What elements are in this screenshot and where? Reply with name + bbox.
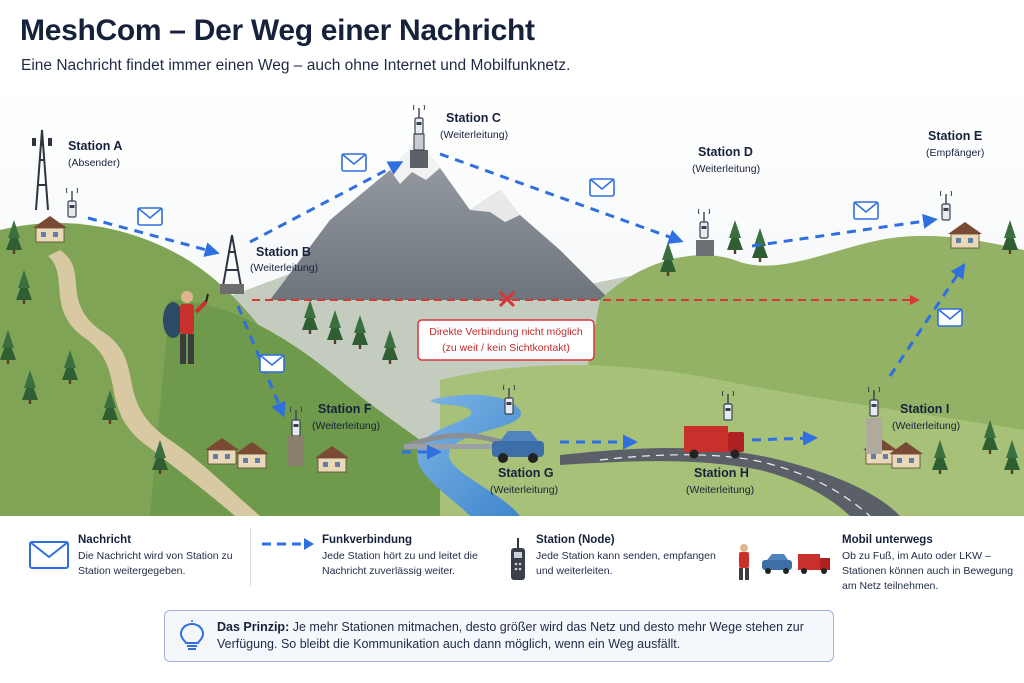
svg-text:Station F: Station F <box>318 402 372 416</box>
legend-mobile: Mobil unterwegs Ob zu Fuß, im Auto oder … <box>734 522 1024 592</box>
page-subtitle: Eine Nachricht findet immer einen Weg – … <box>21 57 571 74</box>
lightbulb-icon <box>179 620 205 650</box>
principle-label: Das Prinzip: <box>217 620 290 634</box>
station-h-label: Station H (Weiterleitung) <box>686 466 754 496</box>
legend-divider <box>250 528 251 586</box>
svg-text:(Empfänger): (Empfänger) <box>926 147 984 159</box>
svg-text:(Weiterleitung): (Weiterleitung) <box>312 420 380 432</box>
legend-mobile-title: Mobil unterwegs <box>842 534 933 546</box>
svg-text:(Weiterleitung): (Weiterleitung) <box>440 129 508 141</box>
svg-text:Station I: Station I <box>900 402 949 416</box>
page-title: MeshCom – Der Weg einer Nachricht <box>20 14 535 47</box>
principle-box: Das Prinzip: Je mehr Stationen mitmachen… <box>164 610 834 662</box>
station-b-label: Station B (Weiterleitung) <box>250 245 318 274</box>
svg-text:Station H: Station H <box>694 466 749 480</box>
station-f-label: Station F (Weiterleitung) <box>312 402 380 432</box>
mobile-icons <box>739 544 830 580</box>
hiker-icon <box>163 291 209 364</box>
direct-link-line2: (zu weit / kein Sichtkontakt) <box>442 342 570 354</box>
legend-node: Station (Node) Jede Station kann senden,… <box>500 522 720 592</box>
svg-text:Station D: Station D <box>698 145 753 159</box>
legend: Nachricht Die Nachricht wird von Station… <box>0 522 1024 602</box>
legend-radio: Funkverbindung Jede Station hört zu und … <box>260 522 490 592</box>
direct-link-line1: Direkte Verbindung nicht möglich <box>429 326 583 338</box>
antenna-tower-icon <box>32 129 52 211</box>
svg-text:(Weiterleitung): (Weiterleitung) <box>250 262 318 274</box>
dashed-arrow-icon <box>262 538 314 550</box>
svg-text:(Weiterleitung): (Weiterleitung) <box>692 163 760 175</box>
svg-text:(Weiterleitung): (Weiterleitung) <box>490 484 558 496</box>
radio-handheld-icon <box>511 538 525 580</box>
envelope-icon <box>29 541 69 569</box>
legend-radio-title: Funkverbindung <box>322 534 413 546</box>
svg-text:Station G: Station G <box>498 466 554 480</box>
mesh-scene: Direkte Verbindung nicht möglich (zu wei… <box>0 84 1024 516</box>
legend-node-text: Jede Station kann senden, empfangen und … <box>536 550 716 577</box>
station-e-label: Station E (Empfänger) <box>926 129 984 159</box>
svg-text:Station A: Station A <box>68 139 122 153</box>
station-d-label: Station D (Weiterleitung) <box>692 145 760 175</box>
station-i-label: Station I (Weiterleitung) <box>892 402 960 432</box>
principle-text: Das Prinzip: Je mehr Stationen mitmachen… <box>217 619 817 653</box>
svg-text:(Weiterleitung): (Weiterleitung) <box>892 420 960 432</box>
station-g-label: Station G (Weiterleitung) <box>490 466 558 496</box>
legend-radio-text: Jede Station hört zu und leitet die Nach… <box>322 550 478 577</box>
station-c-label: Station C (Weiterleitung) <box>440 111 508 141</box>
station-a-label: Station A (Absender) <box>68 139 122 169</box>
truck-icon <box>684 426 744 459</box>
svg-text:(Absender): (Absender) <box>68 157 120 169</box>
legend-node-title: Station (Node) <box>536 534 615 546</box>
svg-text:Station C: Station C <box>446 111 501 125</box>
legend-message-title: Nachricht <box>78 534 132 546</box>
svg-text:Station B: Station B <box>256 245 311 259</box>
legend-message-text: Die Nachricht wird von Station zu Statio… <box>78 550 233 577</box>
legend-mobile-text: Ob zu Fuß, im Auto oder LKW – Stationen … <box>842 550 1014 592</box>
svg-text:(Weiterleitung): (Weiterleitung) <box>686 484 754 496</box>
svg-text:Station E: Station E <box>928 129 982 143</box>
legend-message: Nachricht Die Nachricht wird von Station… <box>22 522 242 592</box>
car-icon <box>492 431 544 463</box>
principle-body: Je mehr Stationen mitmachen, desto größe… <box>217 620 804 651</box>
